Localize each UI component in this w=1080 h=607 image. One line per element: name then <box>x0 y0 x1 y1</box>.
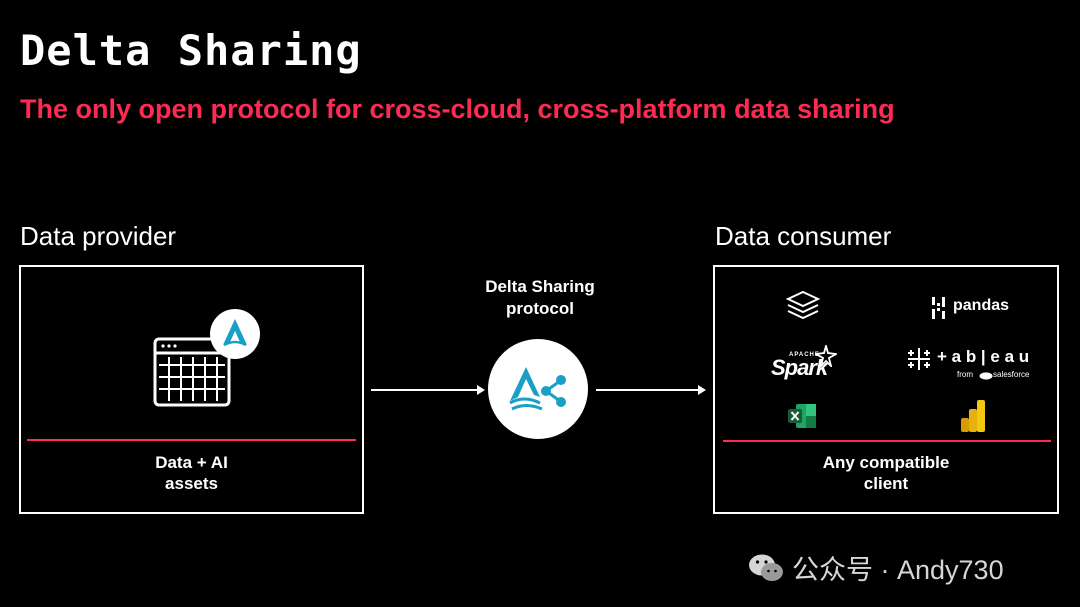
spark-logo-text: Spark <box>771 355 828 380</box>
provider-divider <box>27 439 356 441</box>
watermark-text: 公众号 · Andy730 <box>792 555 1004 585</box>
page-subtitle: The only open protocol for cross-cloud, … <box>20 94 895 124</box>
page-title: Delta Sharing <box>20 26 362 75</box>
excel-icon <box>788 404 816 428</box>
consumer-divider <box>723 440 1051 442</box>
protocol-label-2: protocol <box>506 299 574 318</box>
provider-caption-1: Data + AI <box>155 453 228 472</box>
arrow-protocol-to-consumer <box>596 385 706 395</box>
pandas-logo-text: pandas <box>953 297 1010 314</box>
consumer-box: pandas APACHE Spark + a b | e a u from s… <box>713 265 1059 514</box>
spark-star-icon <box>815 345 837 367</box>
consumer-caption-2: client <box>863 474 909 493</box>
arrow-provider-to-protocol <box>371 385 485 395</box>
tableau-icon <box>908 348 930 370</box>
watermark: 公众号 · Andy730 <box>746 548 1004 587</box>
databricks-icon <box>785 290 821 320</box>
salesforce-text: salesforce <box>993 370 1030 379</box>
spark-apache-text: APACHE <box>789 352 820 358</box>
salesforce-cloud-icon <box>979 372 993 380</box>
tableau-logo-text: + a b | e a u <box>937 347 1030 366</box>
delta-sharing-icon <box>509 367 566 411</box>
protocol-label-1: Delta Sharing <box>485 277 595 296</box>
provider-caption-2: assets <box>165 474 218 493</box>
table-icon <box>153 309 260 407</box>
provider-label: Data provider <box>20 221 177 251</box>
provider-box: Data + AI assets <box>19 265 364 514</box>
delta-sharing-logo <box>488 339 588 439</box>
wechat-icon <box>749 554 783 581</box>
powerbi-icon <box>961 400 985 432</box>
consumer-caption-1: Any compatible <box>822 453 950 472</box>
tableau-from-text: from <box>957 370 973 379</box>
consumer-label: Data consumer <box>715 221 892 251</box>
pandas-icon <box>932 297 945 319</box>
